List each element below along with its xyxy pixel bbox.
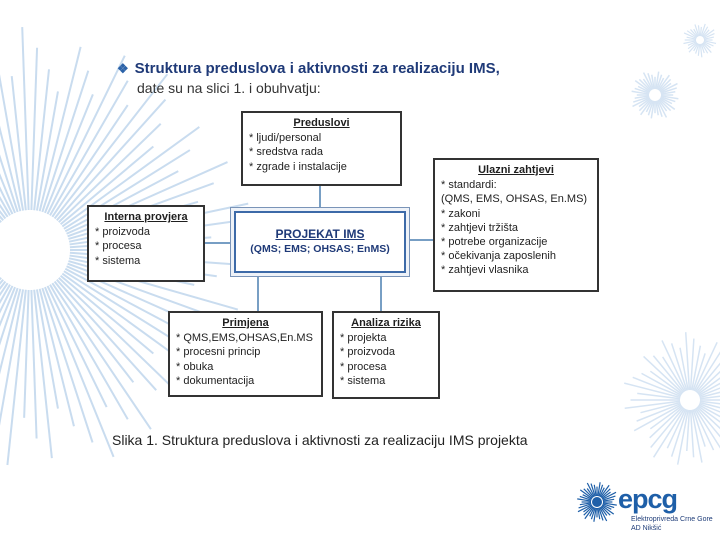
- heading-line-1: ❖ Struktura preduslova i aktivnosti za re…: [117, 60, 500, 77]
- box-analiza-rizika: Analiza rizika * projekta * proizvoda * …: [332, 311, 440, 399]
- center-subtitle: (QMS; EMS; OHSAS; EnMS): [236, 243, 404, 255]
- box-preduslovi-title: Preduslovi: [249, 116, 394, 130]
- box-ulazni-zahtjevi: Ulazni zahtjevi * standardi: (QMS, EMS, …: [433, 158, 599, 292]
- list-item: * standardi:: [441, 178, 591, 192]
- box-analiza-rizika-title: Analiza rizika: [340, 316, 432, 330]
- list-item: * zahtjevi vlasnika: [441, 263, 591, 277]
- list-item: * obuka: [176, 360, 315, 374]
- list-item: * sredstva rada: [249, 145, 394, 159]
- box-preduslovi: Preduslovi * ljudi/personal * sredstva r…: [241, 111, 402, 186]
- box-ulazni-zahtjevi-title: Ulazni zahtjevi: [441, 163, 591, 177]
- logo-company-line: Elektroprivreda Crne Gore: [631, 516, 713, 523]
- list-item: * zakoni: [441, 207, 591, 221]
- figure-caption: Slika 1. Struktura preduslova i aktivnos…: [112, 432, 528, 448]
- list-item: * potrebe organizacije: [441, 235, 591, 249]
- box-interna-provjera: Interna provjera * proizvoda * procesa *…: [87, 205, 205, 282]
- box-projekat-ims-inner: PROJEKAT IMS (QMS; EMS; OHSAS; EnMS): [234, 211, 406, 273]
- box-primjena: Primjena * QMS,EMS,OHSAS,En.MS * procesn…: [168, 311, 323, 397]
- list-item: * procesa: [340, 360, 432, 374]
- list-item: * procesa: [95, 239, 197, 253]
- list-item: * proizvoda: [340, 345, 432, 359]
- logo-location-line: AD Nikšić: [631, 525, 661, 532]
- list-item: * zahtjevi tržišta: [441, 221, 591, 235]
- list-item: * dokumentacija: [176, 374, 315, 388]
- list-item: * projekta: [340, 331, 432, 345]
- list-item: * sistema: [95, 254, 197, 268]
- heading-line-2: date su na slici 1. i obuhvatju:: [137, 80, 321, 96]
- center-title: PROJEKAT IMS: [236, 227, 404, 241]
- diamond-bullet-icon: ❖: [117, 61, 129, 76]
- list-item: * QMS,EMS,OHSAS,En.MS: [176, 331, 315, 345]
- box-interna-provjera-title: Interna provjera: [95, 210, 197, 224]
- heading-text: Struktura preduslova i aktivnosti za rea…: [135, 60, 500, 77]
- logo-name: epcg: [618, 484, 677, 515]
- list-item: * očekivanja zaposlenih: [441, 249, 591, 263]
- list-item: (QMS, EMS, OHSAS, En.MS): [441, 192, 591, 206]
- list-item: * sistema: [340, 374, 432, 388]
- box-primjena-title: Primjena: [176, 316, 315, 330]
- list-item: * procesni princip: [176, 345, 315, 359]
- box-projekat-ims: PROJEKAT IMS (QMS; EMS; OHSAS; EnMS): [230, 207, 410, 277]
- list-item: * ljudi/personal: [249, 131, 394, 145]
- list-item: * proizvoda: [95, 225, 197, 239]
- list-item: * zgrade i instalacije: [249, 160, 394, 174]
